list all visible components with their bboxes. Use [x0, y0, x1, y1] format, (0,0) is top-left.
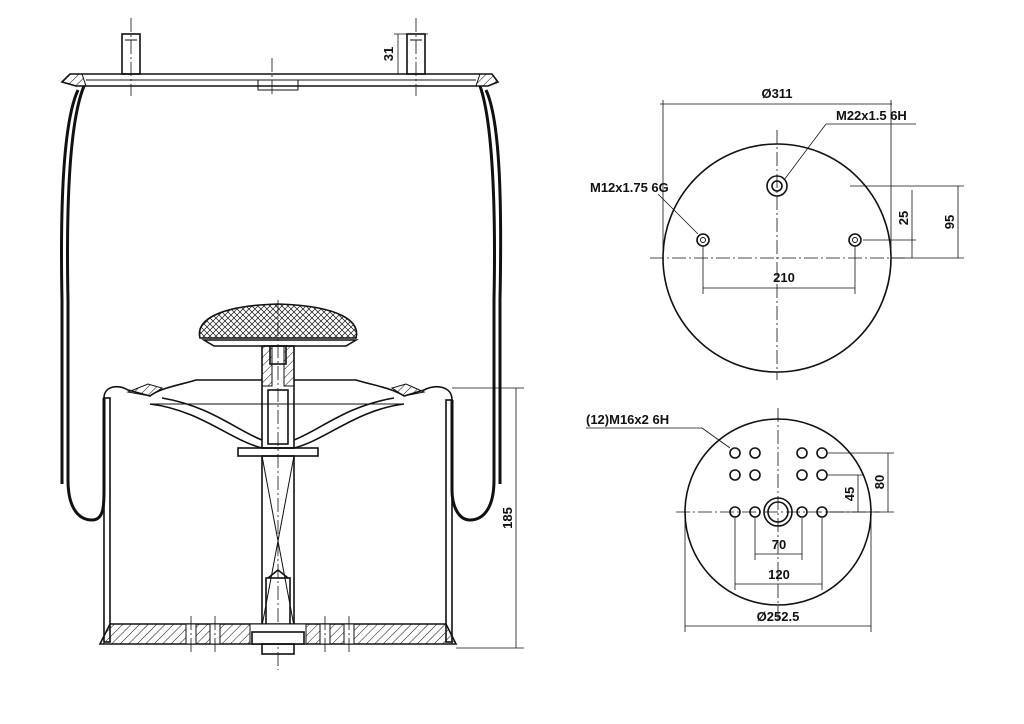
- side-spacing-label: 210: [773, 270, 795, 285]
- piston-base: [98, 616, 458, 655]
- stud-height-label: 31: [381, 47, 396, 61]
- side-thread-hole-right: [848, 233, 862, 247]
- bottom-thread-holes: [729, 447, 828, 518]
- side-thread-label: M12x1.75 6G: [590, 180, 669, 195]
- top-plate: [60, 58, 500, 96]
- dimension-stud-height: 31: [381, 33, 428, 75]
- center-offset-label: 95: [942, 215, 957, 229]
- top-view: Ø311 M22x1.5 6H M12x1.75 6G 25 95 210: [590, 86, 964, 380]
- center-thread-hole: [766, 123, 916, 197]
- bottom-center-hole: [763, 497, 793, 527]
- hole-spacing-inner-label: 70: [772, 537, 786, 552]
- center-thread-label: M22x1.5 6H: [836, 108, 907, 123]
- bottom-diameter-label: Ø252.5: [757, 609, 800, 624]
- side-offset-label: 25: [896, 211, 911, 225]
- overall-height-label: 185: [500, 507, 515, 529]
- top-plate-diameter-label: Ø311: [761, 86, 792, 101]
- rubber-bellows: [60, 85, 503, 522]
- row-spacing-outer-label: 80: [872, 475, 887, 489]
- dimension-overall-height: 185: [452, 387, 524, 649]
- hole-spacing-outer-label: 120: [768, 567, 790, 582]
- side-thread-hole-left: [657, 193, 710, 247]
- top-stud-left: [121, 18, 141, 96]
- top-stud-right: [406, 18, 426, 96]
- side-view: 31: [60, 18, 524, 670]
- piston: [103, 300, 453, 670]
- bottom-thread-label: (12)M16x2 6H: [586, 412, 669, 427]
- bottom-view: (12)M16x2 6H 45 80 70 120 Ø252.5: [586, 408, 894, 632]
- row-spacing-inner-label: 45: [842, 487, 857, 501]
